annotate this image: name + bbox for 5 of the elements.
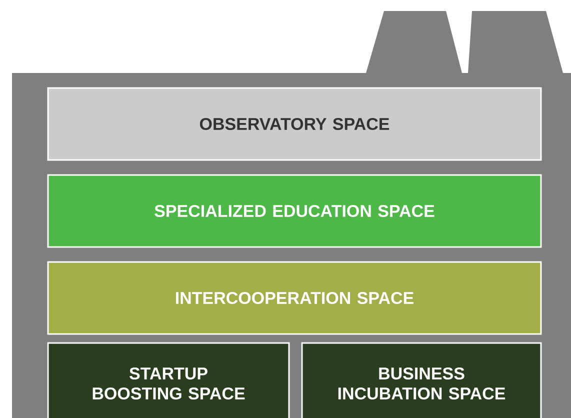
space-box: INTERCOOPERATION SPACE xyxy=(47,261,542,335)
space-box: SPECIALIZED EDUCATION SPACE xyxy=(47,174,542,248)
space-box: OBSERVATORY SPACE xyxy=(47,87,542,161)
space-box: STARTUP BOOSTING SPACE xyxy=(47,342,290,418)
space-box: BUSINESS INCUBATION SPACE xyxy=(301,342,542,418)
